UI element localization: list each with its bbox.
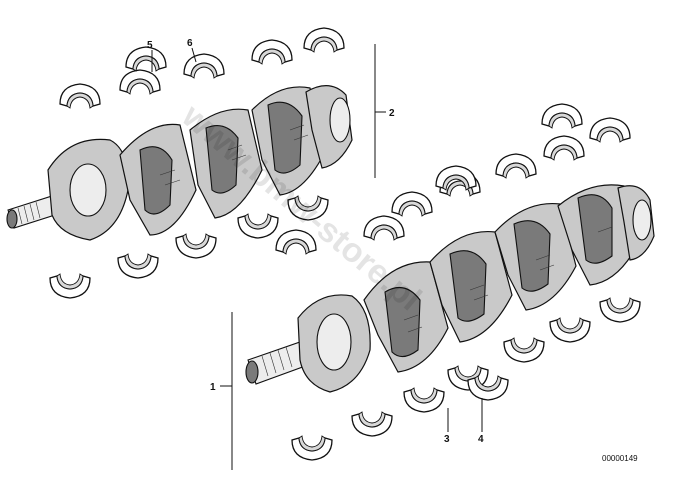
callout-4: 4 [478, 434, 484, 445]
callout-1: 1 [210, 382, 216, 393]
callout-6: 6 [187, 38, 193, 49]
bracket-2 [374, 44, 386, 178]
lower-crankshaft [245, 184, 655, 393]
upper-crankshaft [6, 85, 353, 241]
part-number: 00000149 [602, 454, 638, 463]
leader-6 [191, 47, 197, 63]
callout-2: 2 [389, 108, 395, 119]
callout-3: 3 [444, 434, 450, 445]
bracket-1 [220, 312, 233, 470]
callout-5: 5 [147, 40, 153, 51]
